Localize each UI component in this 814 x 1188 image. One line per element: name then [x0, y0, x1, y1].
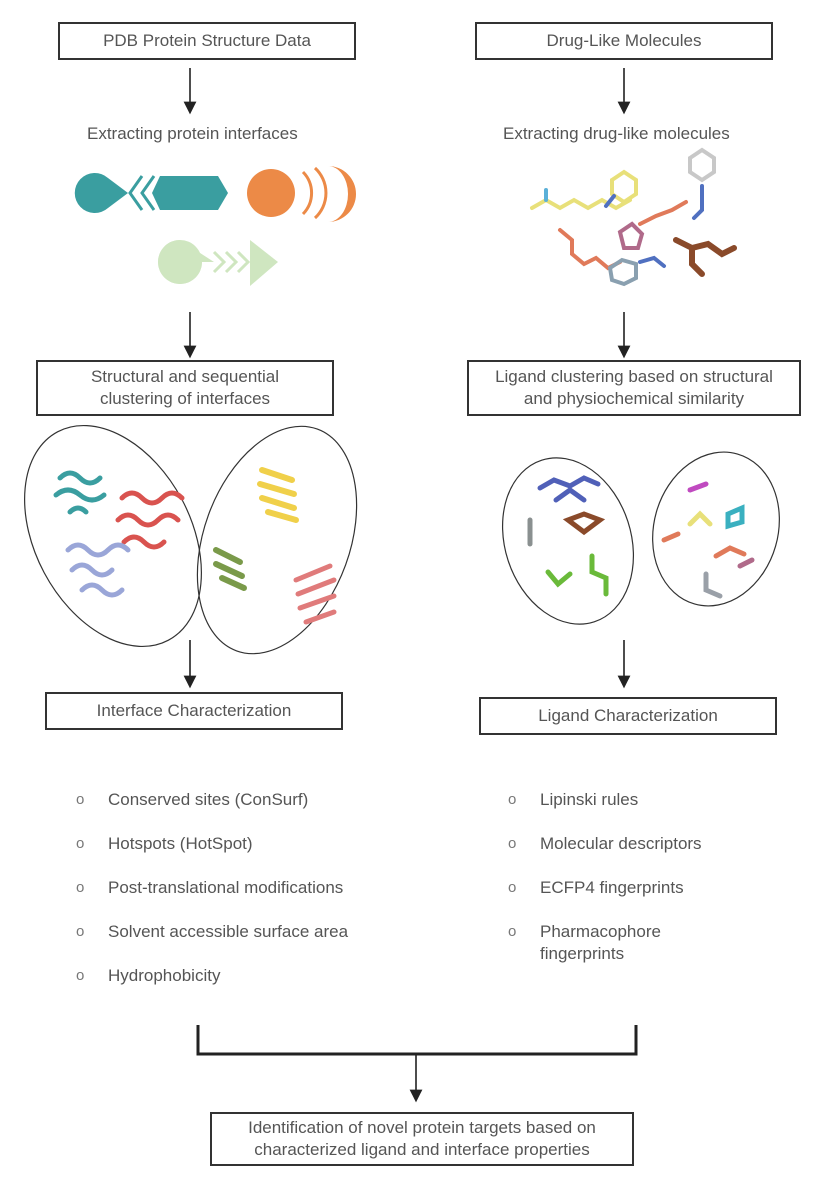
- final-targets-box: Identification of novel protein targets …: [210, 1112, 634, 1166]
- merge-bracket: [196, 1025, 638, 1056]
- pdb-source-box: PDB Protein Structure Data: [58, 22, 356, 60]
- bullet-icon: o: [508, 835, 517, 852]
- extract-molecules-label: Extracting drug-like molecules: [503, 124, 730, 143]
- ligand-clustering-box: Ligand clustering based on structural an…: [467, 360, 801, 416]
- bullet-icon: o: [76, 791, 85, 808]
- ligand-characterization-box: Ligand Characterization: [479, 697, 777, 735]
- bullet-icon: o: [76, 835, 85, 852]
- interface-clustering-box: Structural and sequential clustering of …: [36, 360, 334, 416]
- extract-interfaces-label: Extracting protein interfaces: [87, 124, 298, 143]
- bullet-icon: o: [76, 923, 85, 940]
- interface-characterization-box: Interface Characterization: [45, 692, 343, 730]
- bullet-icon: o: [76, 879, 85, 896]
- bullet-icon: o: [508, 791, 517, 808]
- bullet-icon: o: [508, 923, 517, 940]
- bullet-icon: o: [508, 879, 517, 896]
- bullet-icon: o: [76, 967, 85, 984]
- drug-molecules-box: Drug-Like Molecules: [475, 22, 773, 60]
